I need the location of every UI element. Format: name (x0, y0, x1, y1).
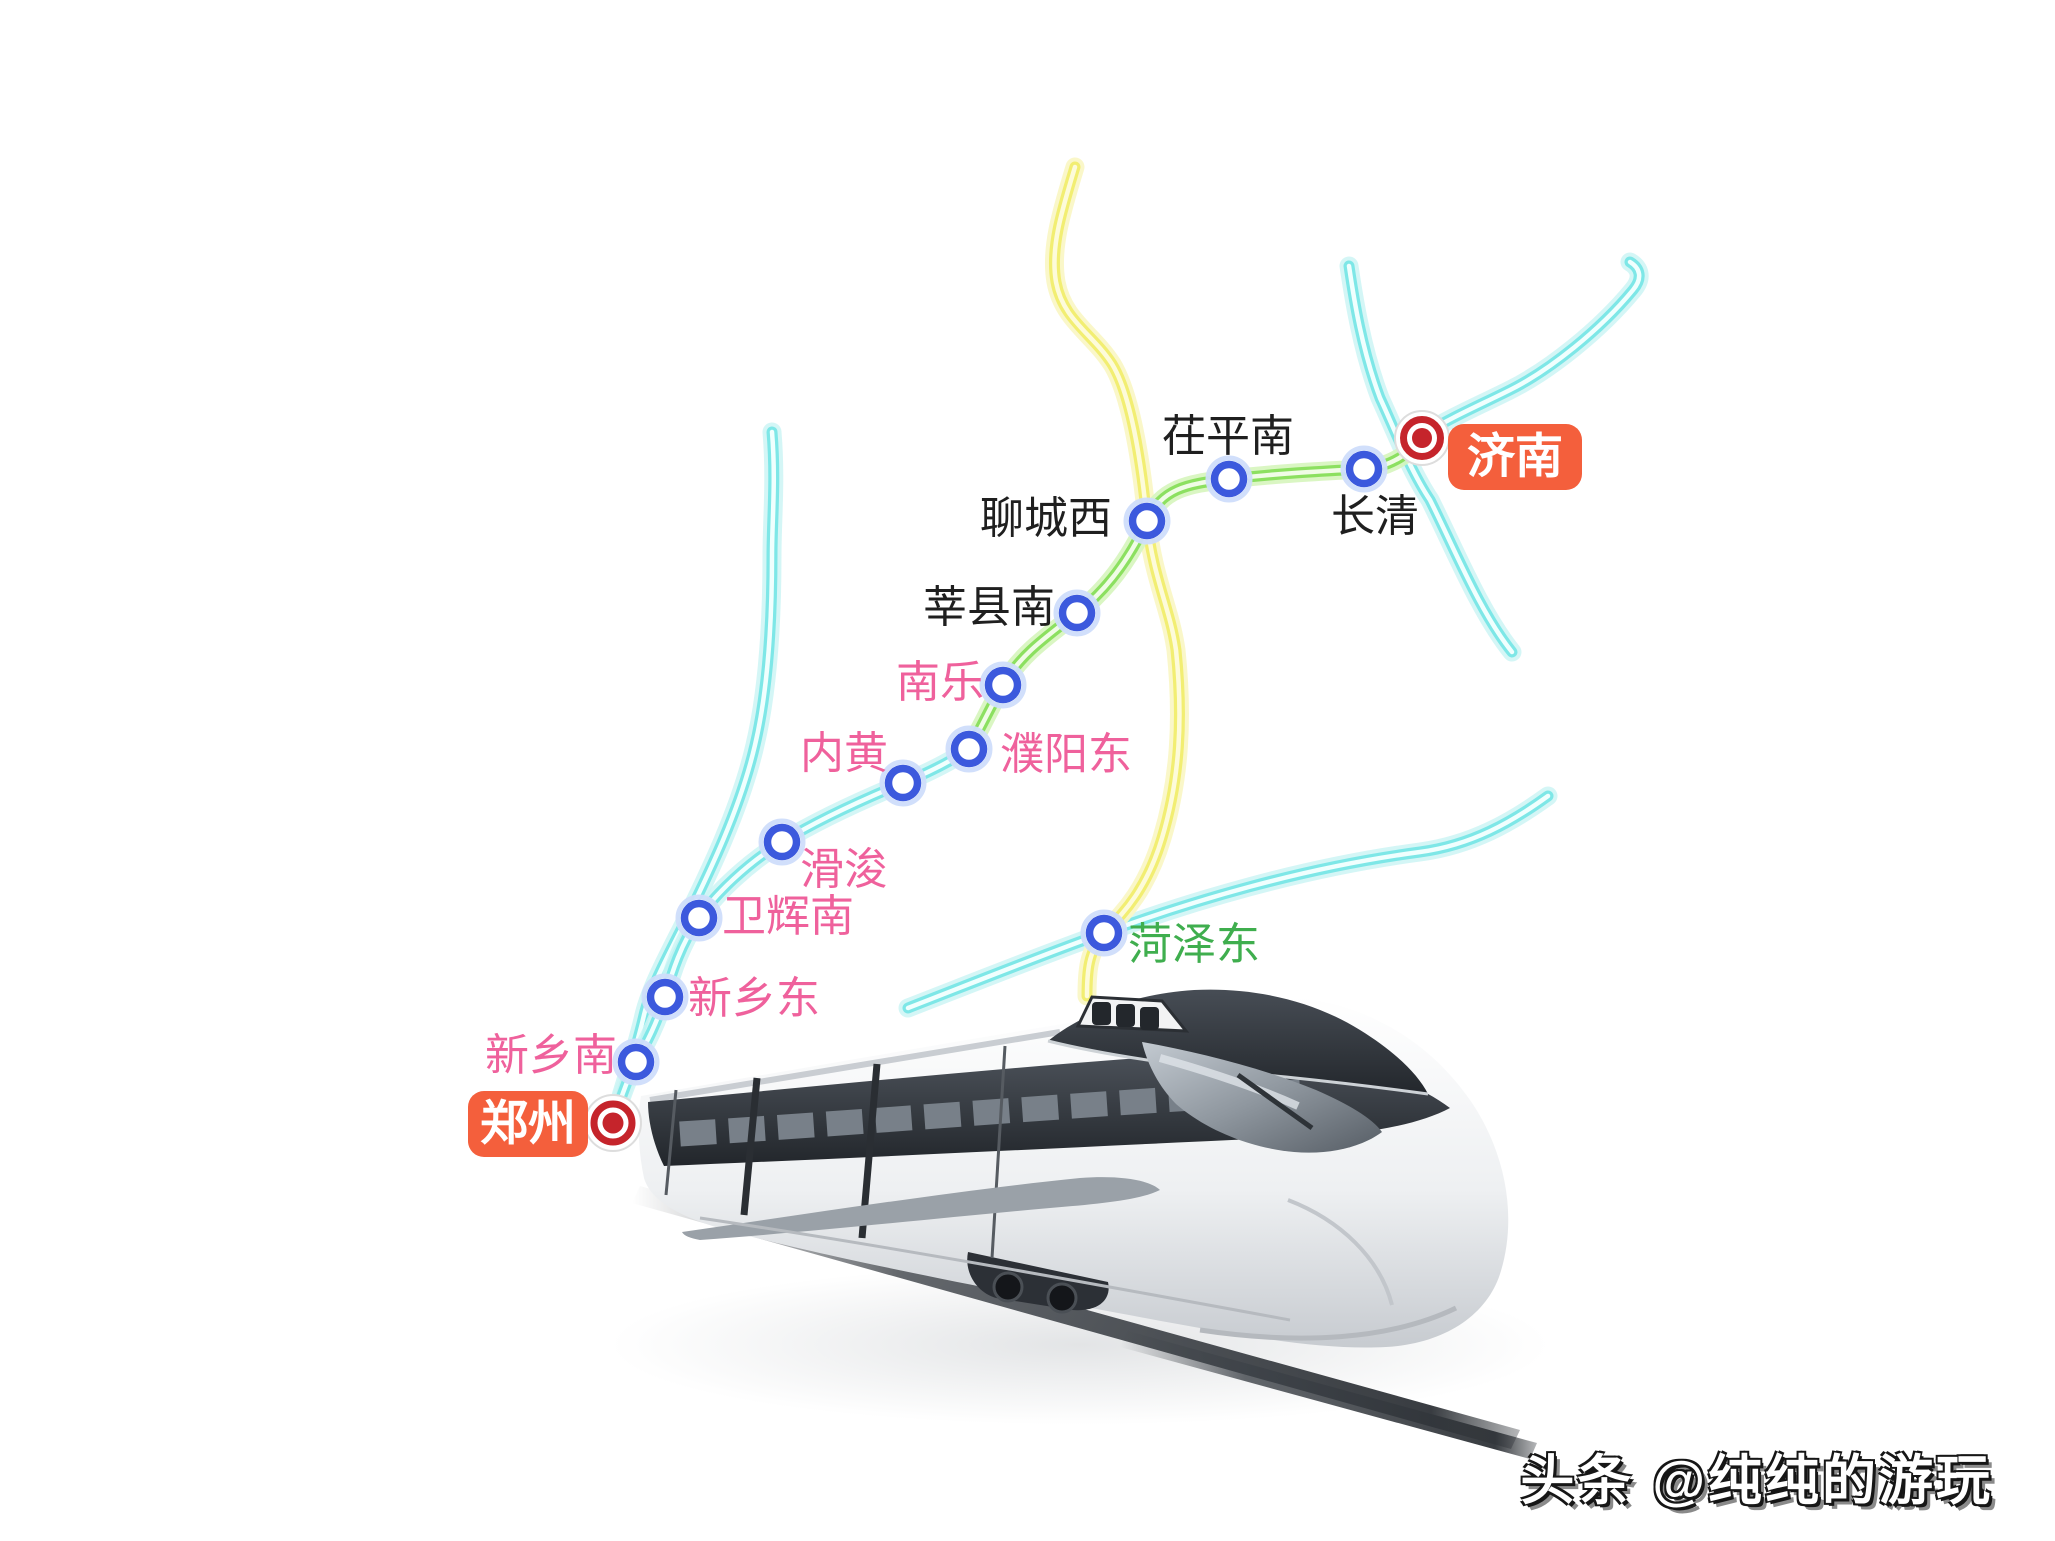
station-marker-huajun (758, 818, 806, 866)
badge-background (468, 1091, 588, 1157)
station-marker-xinxiangdong (641, 973, 689, 1021)
station-ring (950, 730, 988, 768)
line-cyan-jinan-branch (1428, 262, 1639, 432)
terminal-dot (602, 1112, 624, 1134)
station-marker-puyangdong (945, 725, 993, 773)
station-marker-weihuinan (675, 894, 723, 942)
station-ring (884, 764, 922, 802)
station-label-chipingnan: 茌平南 (1162, 412, 1294, 461)
bogie-wheel (1046, 1282, 1078, 1314)
station-label-liaochengxi: 聊城西 (980, 494, 1112, 543)
windshield-wiper (1236, 1072, 1314, 1131)
station-label-weihuinan: 卫辉南 (722, 892, 854, 941)
station-labels: 新乡南 新乡东 卫辉南 滑浚 内黄 濮阳东 南乐 莘县南 聊城西 茌平南 长清 … (485, 412, 1419, 1080)
station-marker-liaochengxi (1123, 497, 1171, 545)
station-label-xinxiangdong: 新乡东 (688, 974, 820, 1023)
nose-bottom-shade (1199, 1305, 1458, 1341)
station-label-changqing: 长清 (1331, 492, 1419, 541)
station-ring (680, 899, 718, 937)
train-window-row (679, 1079, 1301, 1147)
station-ring (1058, 594, 1096, 632)
station-label-puyangdong: 濮阳东 (1000, 730, 1132, 779)
train-illustration (610, 989, 1550, 1459)
station-ring (984, 666, 1022, 704)
station-ring (646, 978, 684, 1016)
station-marker-nanle (979, 661, 1027, 709)
station-marker-shenxiannan (1053, 589, 1101, 637)
badge-label-jinan: 济南 (1467, 431, 1563, 484)
station-ring (1128, 502, 1166, 540)
carriage-separator (664, 1089, 678, 1196)
terminal-marker-jinan (1394, 410, 1450, 466)
badge-label-zhengzhou: 郑州 (480, 1098, 576, 1151)
terminal-dot (1412, 428, 1432, 448)
station-ring (1085, 914, 1123, 952)
station-marker-chipingnan (1205, 455, 1253, 503)
station-marker-changqing (1340, 445, 1388, 493)
station-ring (617, 1043, 655, 1081)
station-label-shenxiannan: 莘县南 (923, 583, 1055, 632)
train-skirt-line (699, 1216, 1291, 1322)
station-label-hezedong: 菏泽东 (1128, 920, 1260, 969)
line-cyan-southeast-branch (908, 796, 1548, 1008)
station-label-huajun: 滑浚 (800, 845, 888, 894)
station-label-xinxiangnan: 新乡南 (485, 1031, 617, 1080)
station-ring (1345, 450, 1383, 488)
station-label-neihuang: 内黄 (800, 729, 888, 778)
train-roofline-highlight (649, 1029, 1061, 1103)
city-badge-zhengzhou: 郑州 (468, 1091, 588, 1157)
bogie-wheel (992, 1271, 1024, 1303)
watermark: 头条 @纯纯的游玩 (1520, 1451, 1993, 1511)
city-badge-jinan: 济南 (1448, 424, 1582, 490)
terminal-marker-zhengzhou (584, 1094, 642, 1152)
headlight (1092, 1002, 1111, 1025)
carriage-separator (990, 1045, 1007, 1259)
nose-crease (1287, 1198, 1394, 1306)
station-label-nanle: 南乐 (896, 658, 984, 707)
station-marker-xinxiangnan (612, 1038, 660, 1086)
windshield-glare (1158, 1054, 1300, 1110)
carriage-separator (740, 1077, 761, 1216)
line-stroke-halo (1428, 262, 1639, 432)
station-marker-neihuang (879, 759, 927, 807)
rail-rear (1120, 1331, 1537, 1459)
headlight (1116, 1004, 1135, 1027)
station-markers (584, 410, 1450, 1152)
headlight (1140, 1007, 1159, 1030)
station-ring (763, 823, 801, 861)
station-ring (1210, 460, 1248, 498)
train-side-stripe (682, 1177, 1160, 1240)
station-marker-hezedong (1080, 909, 1128, 957)
badge-background (1448, 424, 1582, 490)
